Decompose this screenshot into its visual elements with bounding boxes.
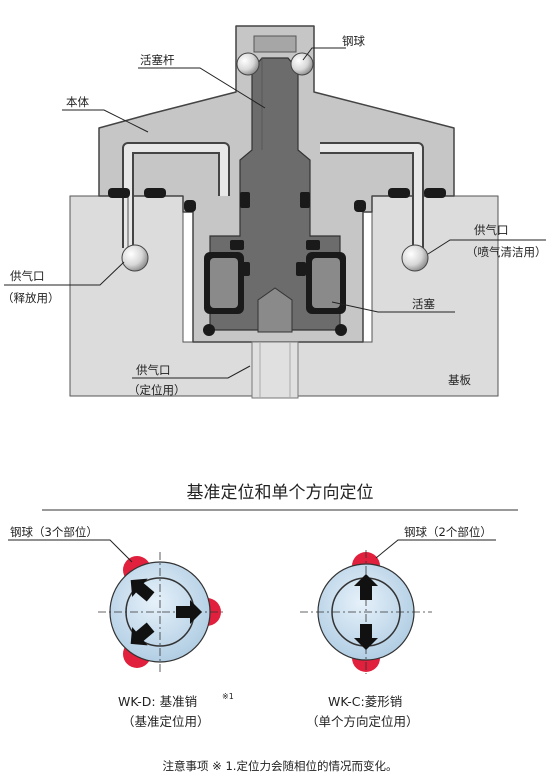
central-bore [251, 287, 299, 399]
label-piston: 活塞 [412, 297, 435, 311]
wkd-arrow-right [176, 600, 202, 624]
wkd-pin-diagram: 钢球（3个部位） [8, 525, 226, 672]
wkd-ball-leader [8, 539, 133, 563]
label-air-port-release-sub: （释放用） [2, 291, 60, 305]
label-air-port-locate-sub: （定位用） [128, 383, 186, 397]
wkd-arrow-lower-left [130, 622, 155, 646]
cross-section-labels: 钢球 活塞杆 本体 供气口 （释放用） 供气口 （喷气清洁用） 活塞 供气口 （… [2, 34, 547, 397]
wkc-ball-leader [375, 539, 496, 559]
label-steel-ball: 钢球 [342, 34, 365, 48]
wkd-arrow-upper-left [130, 578, 155, 602]
air-passage-left [122, 142, 230, 250]
wkc-pin-diagram: 钢球（2个部位） [300, 525, 496, 674]
label-air-port-locate: 供气口 [136, 363, 171, 377]
label-piston-rod: 活塞杆 [140, 53, 175, 67]
cross-section: 钢球 活塞杆 本体 供气口 （释放用） 供气口 （喷气清洁用） 活塞 供气口 （… [2, 25, 547, 399]
wkd-note-mark: ※1 [222, 692, 234, 701]
wkd-ball-label: 钢球（3个部位） [10, 525, 98, 539]
wkd-sub: （基准定位用） [122, 714, 210, 729]
air-port-markers [121, 244, 429, 272]
footnote: 注意事项 ※ 1.定位力会随相位的情况而变化。 [163, 759, 398, 773]
wkc-ball-label: 钢球（2个部位） [404, 525, 492, 539]
piston-chambers [203, 192, 347, 336]
label-body: 本体 [66, 95, 89, 109]
wkd-name: WK-D: 基准销 [118, 694, 197, 709]
label-air-port-cleaning: 供气口 [474, 223, 509, 237]
label-base-plate: 基板 [448, 373, 471, 387]
label-air-port-release: 供气口 [10, 269, 45, 283]
steel-balls-head [236, 52, 314, 76]
section-title: 基准定位和单个方向定位 [187, 483, 374, 503]
o-rings-flange [108, 188, 446, 212]
positioning-section: 基准定位和单个方向定位 钢球（3个部 [8, 483, 518, 773]
wkc-arrow-up [354, 574, 378, 600]
leader-lines [4, 47, 546, 379]
wkc-arrow-down [354, 624, 378, 650]
label-air-port-cleaning-sub: （喷气清洁用） [466, 245, 547, 259]
air-passage-right [320, 142, 424, 252]
wkc-sub: （单个方向定位用） [306, 714, 419, 729]
captions: WK-D: 基准销 ※1 （基准定位用） WK-C:菱形销 （单个方向定位用） [118, 692, 419, 729]
wkc-name: WK-C:菱形销 [328, 694, 402, 709]
